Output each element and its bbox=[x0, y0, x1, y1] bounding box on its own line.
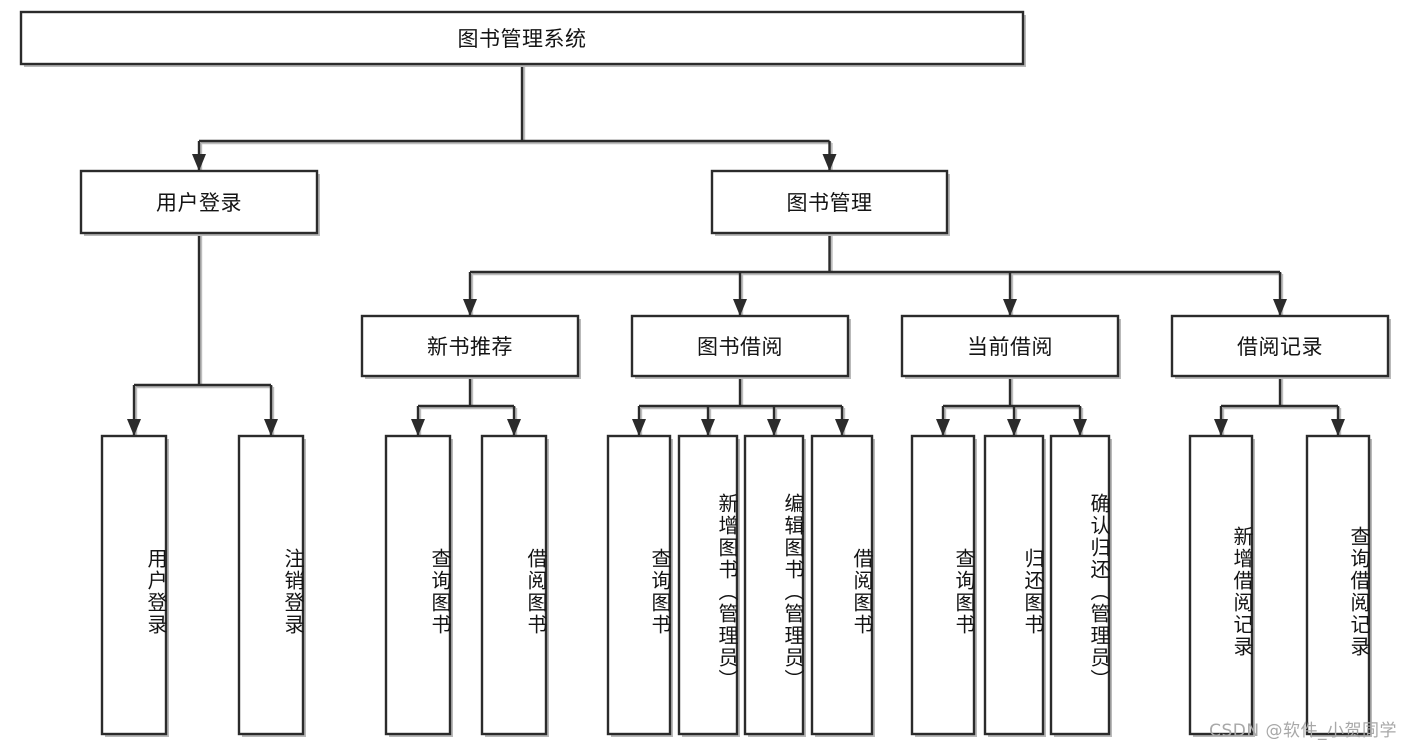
node-box-root[interactable] bbox=[19, 10, 1025, 66]
node-box-leaf-borrow-book-2[interactable] bbox=[810, 434, 874, 736]
arrow-head bbox=[835, 419, 849, 436]
node-box-leaf-query-book-2[interactable] bbox=[606, 434, 672, 736]
arrow-head bbox=[1331, 419, 1345, 436]
node-box-leaf-query-book-3[interactable] bbox=[910, 434, 976, 736]
node-box-leaf-confirm-return[interactable] bbox=[1049, 434, 1111, 736]
arrow-head bbox=[733, 299, 747, 316]
arrow-head bbox=[264, 419, 278, 436]
arrow-head bbox=[1073, 419, 1087, 436]
node-box-current-borrow[interactable] bbox=[900, 314, 1120, 378]
arrow-head bbox=[463, 299, 477, 316]
arrow-head bbox=[1273, 299, 1287, 316]
connectors-layer bbox=[127, 64, 1345, 438]
node-box-leaf-user-login[interactable] bbox=[100, 434, 168, 736]
node-box-leaf-borrow-book-1[interactable] bbox=[480, 434, 548, 736]
node-box-leaf-add-book[interactable] bbox=[677, 434, 739, 736]
arrow-head bbox=[822, 154, 837, 171]
node-box-leaf-edit-book[interactable] bbox=[743, 434, 805, 736]
boxes-layer bbox=[19, 10, 1391, 737]
arrow-head bbox=[192, 154, 206, 171]
arrow-head bbox=[767, 419, 781, 436]
node-box-book-manage[interactable] bbox=[710, 169, 949, 235]
node-box-leaf-add-record[interactable] bbox=[1188, 434, 1254, 736]
arrow-head bbox=[507, 419, 521, 436]
arrow-head bbox=[632, 419, 646, 436]
arrow-head bbox=[127, 419, 141, 436]
arrow-head bbox=[701, 419, 715, 436]
node-box-borrow-record[interactable] bbox=[1170, 314, 1390, 378]
node-box-leaf-query-record[interactable] bbox=[1305, 434, 1371, 736]
node-box-new-book-rec[interactable] bbox=[360, 314, 580, 378]
node-box-user-login[interactable] bbox=[79, 169, 319, 235]
arrow-head bbox=[1214, 419, 1228, 436]
arrow-head bbox=[936, 419, 950, 436]
arrow-head bbox=[1007, 419, 1021, 436]
watermark-text: CSDN @软件_小贺同学 bbox=[1209, 721, 1397, 741]
node-box-book-borrow[interactable] bbox=[630, 314, 850, 378]
arrow-head bbox=[411, 419, 425, 436]
node-box-leaf-return-book[interactable] bbox=[983, 434, 1045, 736]
node-box-leaf-query-book-1[interactable] bbox=[384, 434, 452, 736]
node-box-leaf-logout[interactable] bbox=[237, 434, 305, 736]
arrow-head bbox=[1003, 299, 1017, 316]
